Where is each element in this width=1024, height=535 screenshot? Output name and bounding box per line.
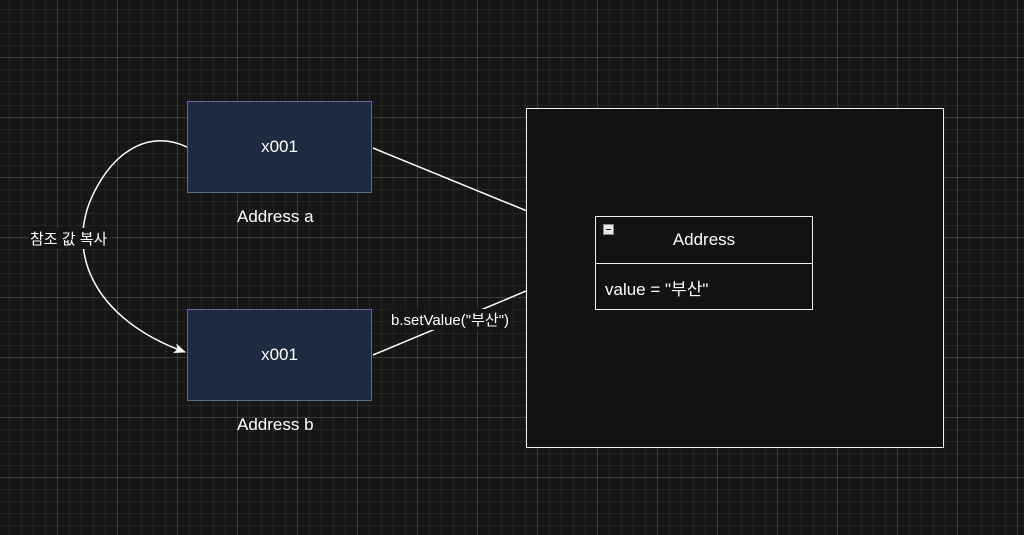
variable-a-value: x001 — [261, 137, 298, 156]
variable-a-caption: Address a — [237, 207, 314, 226]
variable-b-value: x001 — [261, 345, 298, 364]
variable-b-box[interactable]: x001 — [187, 309, 372, 401]
variable-b-caption: Address b — [237, 415, 314, 434]
address-object-header: Address — [596, 217, 812, 264]
address-class-name: Address — [672, 230, 736, 249]
address-value-field: value = "부산" — [605, 280, 709, 299]
address-object-box[interactable]: Address value = "부산" — [595, 216, 813, 310]
set-value-call-label: b.setValue("부산") — [389, 309, 512, 330]
copy-reference-label: 참조 값 복사 — [28, 228, 110, 249]
collapse-icon[interactable] — [603, 224, 614, 235]
variable-a-box[interactable]: x001 — [187, 101, 372, 193]
